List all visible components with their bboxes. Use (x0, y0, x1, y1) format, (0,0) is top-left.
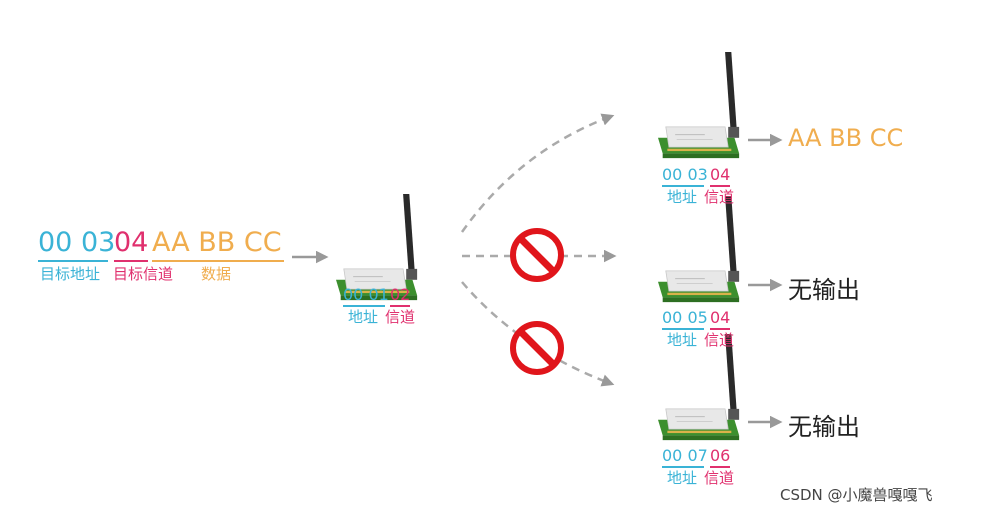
receiver-1-channel-label: 信道 (704, 188, 735, 206)
receiver-2-address-label: 地址 (667, 331, 698, 349)
sender-channel-label: 信道 (385, 308, 416, 326)
receiver-3-radio-module-icon (657, 333, 740, 441)
source-address-label: 目标地址 (40, 265, 101, 283)
sender-address: 00 01 (343, 285, 389, 304)
receiver-2-output: 无输出 (788, 276, 860, 304)
receiver-3-address-underline (662, 466, 704, 468)
receiver-1-address-underline (662, 185, 704, 187)
receiver-3-address: 00 07 (662, 446, 708, 465)
source-address-underline (38, 260, 108, 262)
source-address: 00 03 (38, 227, 116, 258)
receiver-1-channel: 04 (710, 165, 731, 184)
sender-address-underline (343, 305, 385, 307)
source-payload-label: 数据 (201, 265, 232, 283)
prohibited-icon-2 (510, 228, 564, 282)
receiver-2-channel: 04 (710, 308, 731, 327)
receiver-3-channel-label: 信道 (704, 469, 735, 487)
receiver-2-channel-underline (710, 328, 730, 330)
receiver-3-output: 无输出 (788, 413, 860, 441)
source-channel-label: 目标信道 (113, 265, 174, 283)
receiver-1-address: 00 03 (662, 165, 708, 184)
receiver-2-radio-module-icon (657, 195, 740, 303)
source-payload: AA BB CC (152, 227, 282, 258)
receiver-2-address: 00 05 (662, 308, 708, 327)
receiver-1-radio-module-icon (657, 51, 740, 159)
watermark: CSDN @小魔兽嘎嘎飞 (780, 486, 933, 504)
receiver-1-address-label: 地址 (667, 188, 698, 206)
sender-address-label: 地址 (348, 308, 379, 326)
sender-channel-underline (390, 305, 410, 307)
receiver-2-channel-label: 信道 (704, 331, 735, 349)
receiver-3-address-label: 地址 (667, 469, 698, 487)
source-payload-underline (152, 260, 284, 262)
receiver-2-address-underline (662, 328, 704, 330)
receiver-1-channel-underline (710, 185, 730, 187)
receiver-1-output: AA BB CC (788, 124, 904, 152)
receiver-3-channel-underline (710, 466, 730, 468)
path-to-receiver-1 (460, 113, 615, 233)
prohibited-icon-3 (510, 321, 564, 375)
receiver-3-channel: 06 (710, 446, 731, 465)
source-channel: 04 (114, 227, 149, 258)
sender-channel: 02 (390, 285, 411, 304)
source-channel-underline (114, 260, 148, 262)
